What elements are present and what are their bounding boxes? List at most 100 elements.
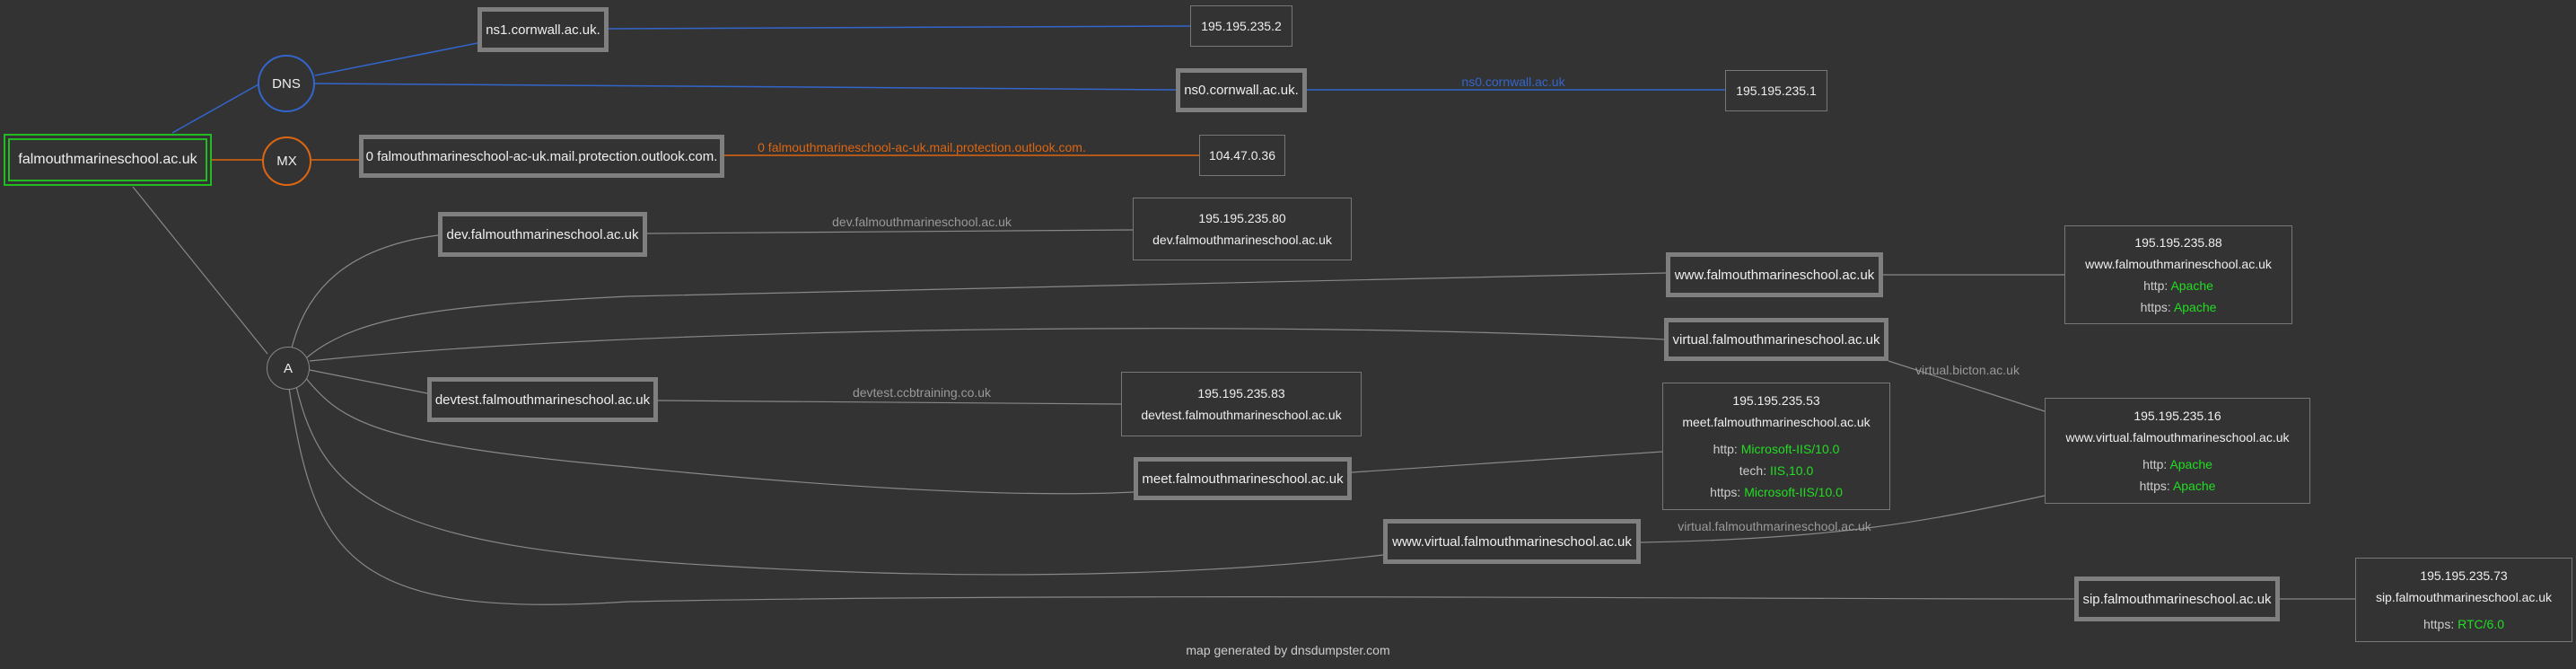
host-label: meet.falmouthmarineschool.ac.uk <box>1142 471 1344 487</box>
ip-address: 195.195.235.88 <box>2134 235 2222 250</box>
ip-node-ns0[interactable]: 195.195.235.1 <box>1725 70 1827 111</box>
service-value: Apache <box>2169 457 2212 471</box>
mx-category-node[interactable]: MX <box>262 136 311 186</box>
service-label: http: <box>2143 278 2169 293</box>
service-row: http: Microsoft-IIS/10.0 <box>1713 438 1840 460</box>
ip-node-ns1[interactable]: 195.195.235.2 <box>1190 5 1292 47</box>
edge-label-virtual: virtual.bicton.ac.uk <box>1915 363 2020 377</box>
service-row: https: Apache <box>2141 296 2217 318</box>
edge-a-devtest <box>309 369 428 394</box>
ip-hostname: devtest.falmouthmarineschool.ac.uk <box>1141 408 1342 422</box>
host-label: devtest.falmouthmarineschool.ac.uk <box>434 392 651 408</box>
service-row: http: Apache <box>2142 453 2212 475</box>
edge-dev-ip <box>646 229 1134 234</box>
host-label: dev.falmouthmarineschool.ac.uk <box>446 226 639 242</box>
ip-address: 195.195.235.16 <box>2134 409 2221 423</box>
ip-address: 195.195.235.53 <box>1732 393 1820 408</box>
edge-label-mx: 0 falmouthmarineschool-ac-uk.mail.protec… <box>758 140 1086 154</box>
edge-label-dev: dev.falmouthmarineschool.ac.uk <box>832 215 1012 229</box>
edge-virtual-ip <box>1888 360 2046 412</box>
ip-address: 104.47.0.36 <box>1209 148 1275 163</box>
ip-hostname: www.virtual.falmouthmarineschool.ac.uk <box>2065 430 2290 445</box>
ip-address: 195.195.235.80 <box>1198 211 1286 225</box>
host-label: ns1.cornwall.ac.uk. <box>486 22 600 38</box>
root-domain-node[interactable]: falmouthmarineschool.ac.uk <box>4 134 212 186</box>
edge-dns-ns0 <box>314 83 1177 91</box>
edge-a-wwwvirtual <box>295 385 1384 576</box>
host-label: virtual.falmouthmarineschool.ac.uk <box>1672 331 1880 348</box>
service-value: Microsoft-IIS/10.0 <box>1740 442 1840 456</box>
edge-dns-ns1 <box>314 42 478 76</box>
a-category-node[interactable]: A <box>267 347 310 390</box>
host-label: 0 falmouthmarineschool-ac-uk.mail.protec… <box>365 148 718 164</box>
host-label: sip.falmouthmarineschool.ac.uk <box>2082 591 2272 607</box>
service-label: https: <box>1710 485 1741 499</box>
service-value: Apache <box>2170 278 2213 293</box>
ip-node-dev[interactable]: 195.195.235.80 dev.falmouthmarineschool.… <box>1133 198 1352 260</box>
edge-a-sip <box>288 387 2075 605</box>
service-row: https: Microsoft-IIS/10.0 <box>1710 481 1843 503</box>
root-domain-label: falmouthmarineschool.ac.uk <box>18 152 197 167</box>
service-label: https: <box>2140 300 2171 314</box>
edge-label-wwwvirtual: virtual.falmouthmarineschool.ac.uk <box>1678 519 1871 533</box>
host-node-sip[interactable]: sip.falmouthmarineschool.ac.uk <box>2074 577 2280 621</box>
host-node-devtest[interactable]: devtest.falmouthmarineschool.ac.uk <box>427 377 658 422</box>
edge-a-virtual <box>309 328 1665 362</box>
edge-root-dns <box>171 84 259 134</box>
host-label: www.virtual.falmouthmarineschool.ac.uk <box>1392 533 1632 550</box>
service-row: http: Apache <box>2143 275 2213 296</box>
ip-node-sip[interactable]: 195.195.235.73 sip.falmouthmarineschool.… <box>2355 558 2572 642</box>
ip-address: 195.195.235.2 <box>1201 19 1282 33</box>
mx-category-label: MX <box>276 154 297 169</box>
edge-label-devtest: devtest.ccbtraining.co.uk <box>852 385 992 400</box>
service-label: http: <box>1713 442 1738 456</box>
host-node-dev[interactable]: dev.falmouthmarineschool.ac.uk <box>438 212 647 257</box>
service-value: IIS,10.0 <box>1769 463 1814 478</box>
host-node-mx0[interactable]: 0 falmouthmarineschool-ac-uk.mail.protec… <box>359 135 724 178</box>
service-row: https: Apache <box>2140 475 2216 497</box>
dns-category-label: DNS <box>272 75 301 92</box>
edge-a-dev <box>290 234 439 353</box>
ip-node-www[interactable]: 195.195.235.88 www.falmouthmarineschool.… <box>2064 225 2292 324</box>
host-node-wwwvirtual[interactable]: www.virtual.falmouthmarineschool.ac.uk <box>1383 519 1641 564</box>
host-node-ns0[interactable]: ns0.cornwall.ac.uk. <box>1176 68 1307 112</box>
a-category-label: A <box>283 360 293 376</box>
service-label: tech: <box>1739 463 1767 478</box>
service-label: https: <box>2139 479 2170 493</box>
service-value: Apache <box>2172 479 2216 493</box>
ip-node-mx0[interactable]: 104.47.0.36 <box>1199 135 1285 176</box>
ip-address: 195.195.235.1 <box>1736 84 1817 98</box>
edge-devtest-ip <box>657 400 1122 405</box>
footer-credit: map generated by dnsdumpster.com <box>1186 643 1390 657</box>
service-value: Apache <box>2173 300 2217 314</box>
ip-hostname: meet.falmouthmarineschool.ac.uk <box>1682 415 1871 429</box>
dns-category-node[interactable]: DNS <box>258 55 315 112</box>
edge-a-www <box>306 272 1667 358</box>
edge-ns1-ip <box>608 25 1191 30</box>
ip-node-meet[interactable]: 195.195.235.53 meet.falmouthmarineschool… <box>1662 383 1890 510</box>
host-node-ns1[interactable]: ns1.cornwall.ac.uk. <box>478 7 609 52</box>
edge-meet-ip <box>1351 451 1663 473</box>
host-label: www.falmouthmarineschool.ac.uk <box>1674 267 1875 283</box>
ip-node-virtual[interactable]: 195.195.235.16 www.virtual.falmouthmarin… <box>2045 398 2310 504</box>
host-node-www[interactable]: www.falmouthmarineschool.ac.uk <box>1666 252 1883 297</box>
ip-node-devtest[interactable]: 195.195.235.83 devtest.falmouthmarinesch… <box>1121 372 1362 436</box>
edge-root-a <box>132 186 268 355</box>
service-value: Microsoft-IIS/10.0 <box>1744 485 1843 499</box>
service-label: https: <box>2423 617 2455 631</box>
ip-hostname: www.falmouthmarineschool.ac.uk <box>2085 257 2272 271</box>
edge-wwwvirtual-ip <box>1640 495 2046 543</box>
service-row: tech: IIS,10.0 <box>1739 460 1814 481</box>
host-node-virtual[interactable]: virtual.falmouthmarineschool.ac.uk <box>1664 318 1888 361</box>
service-label: http: <box>2142 457 2168 471</box>
ip-address: 195.195.235.73 <box>2420 568 2508 583</box>
ip-hostname: sip.falmouthmarineschool.ac.uk <box>2375 590 2553 604</box>
edge-a-meet <box>304 376 1135 495</box>
edge-label-ns0: ns0.cornwall.ac.uk <box>1461 75 1565 89</box>
host-node-meet[interactable]: meet.falmouthmarineschool.ac.uk <box>1134 457 1352 500</box>
service-row: https: RTC/6.0 <box>2423 613 2504 635</box>
ip-hostname: dev.falmouthmarineschool.ac.uk <box>1152 233 1332 247</box>
host-label: ns0.cornwall.ac.uk. <box>1184 83 1299 98</box>
